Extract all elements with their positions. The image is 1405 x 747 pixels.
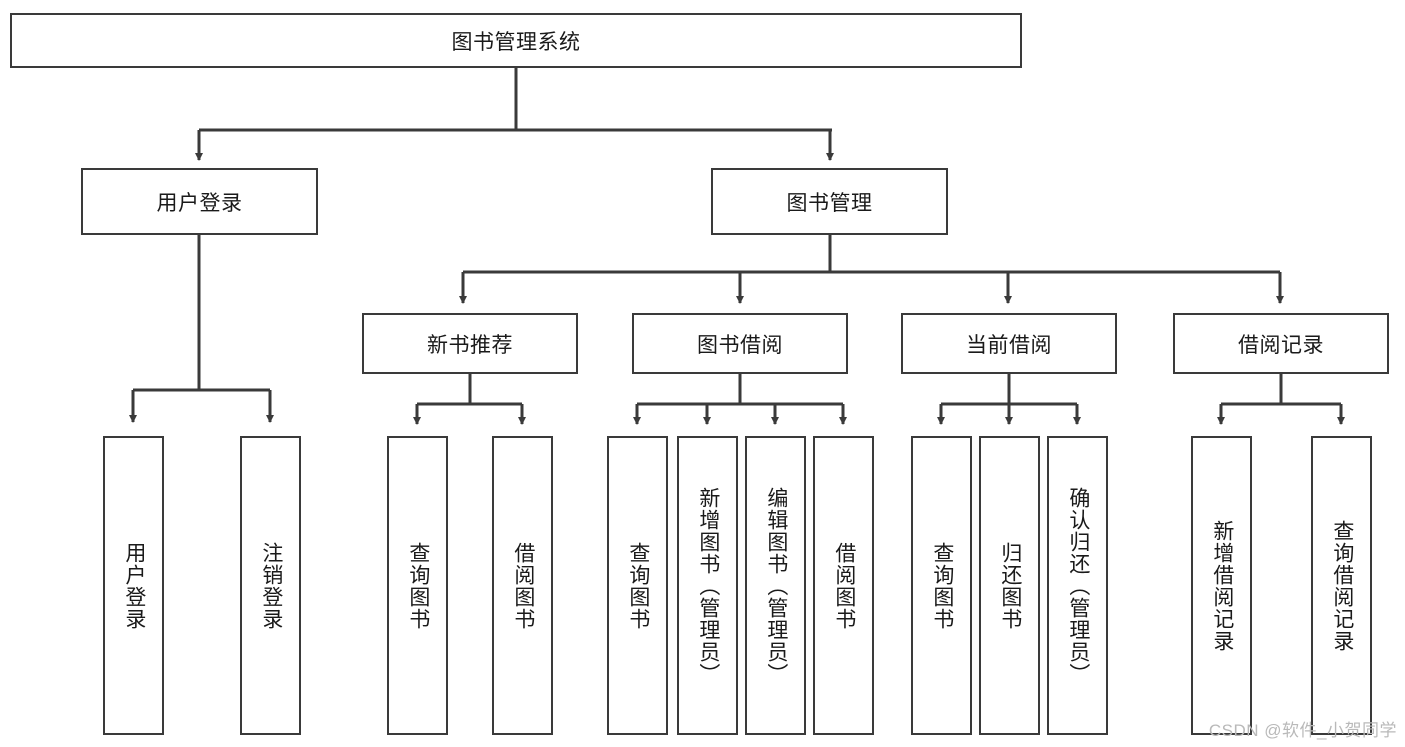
node-root-library-system[interactable]: 图书管理系统 [10, 13, 1022, 68]
node-label: 注销登录 [259, 541, 283, 630]
node-label: 图书管理 [786, 191, 873, 215]
node-label: 编辑图书（管理员） [764, 486, 788, 685]
node-new-book-recommend[interactable]: 新书推荐 [362, 313, 578, 374]
leaf-new-book-borrow-book[interactable]: 借阅图书 [492, 436, 553, 735]
leaf-current-borrow-confirm-return-admin[interactable]: 确认归还（管理员） [1047, 436, 1108, 735]
leaf-book-borrow-query-book[interactable]: 查询图书 [607, 436, 668, 735]
leaf-current-borrow-query-book[interactable]: 查询图书 [911, 436, 972, 735]
watermark: CSDN @软件_小贺同学 [1208, 721, 1397, 740]
leaf-book-borrow-add-book-admin[interactable]: 新增图书（管理员） [677, 436, 738, 735]
node-label: 确认归还（管理员） [1066, 486, 1090, 685]
node-label: 新书推荐 [427, 333, 513, 357]
leaf-current-borrow-return-book[interactable]: 归还图书 [979, 436, 1040, 735]
node-label: 借阅图书 [832, 541, 856, 630]
leaf-new-book-query-book[interactable]: 查询图书 [387, 436, 448, 735]
node-label: 新增借阅记录 [1210, 519, 1234, 652]
node-label: 查询图书 [930, 541, 954, 630]
node-book-management[interactable]: 图书管理 [711, 168, 948, 235]
node-current-borrow[interactable]: 当前借阅 [901, 313, 1117, 374]
node-label: 查询借阅记录 [1330, 519, 1354, 652]
node-label: 图书管理系统 [451, 30, 581, 54]
node-label: 借阅图书 [511, 541, 535, 630]
node-label: 新增图书（管理员） [696, 486, 720, 685]
node-label: 当前借阅 [966, 333, 1052, 357]
leaf-user-login-logout[interactable]: 注销登录 [240, 436, 301, 735]
node-label: 查询图书 [406, 541, 430, 630]
node-label: 归还图书 [998, 541, 1022, 630]
node-label: 查询图书 [626, 541, 650, 630]
node-borrow-record[interactable]: 借阅记录 [1173, 313, 1389, 374]
leaf-borrow-record-add-record[interactable]: 新增借阅记录 [1191, 436, 1252, 735]
node-user-login[interactable]: 用户登录 [81, 168, 318, 235]
node-label: 借阅记录 [1238, 333, 1324, 357]
leaf-user-login-login[interactable]: 用户登录 [103, 436, 164, 735]
node-label: 用户登录 [156, 191, 243, 215]
leaf-book-borrow-edit-book-admin[interactable]: 编辑图书（管理员） [745, 436, 806, 735]
leaf-borrow-record-query-record[interactable]: 查询借阅记录 [1311, 436, 1372, 735]
leaf-book-borrow-borrow-book[interactable]: 借阅图书 [813, 436, 874, 735]
node-label: 用户登录 [122, 541, 146, 630]
node-label: 图书借阅 [697, 333, 783, 357]
node-book-borrow[interactable]: 图书借阅 [632, 313, 848, 374]
